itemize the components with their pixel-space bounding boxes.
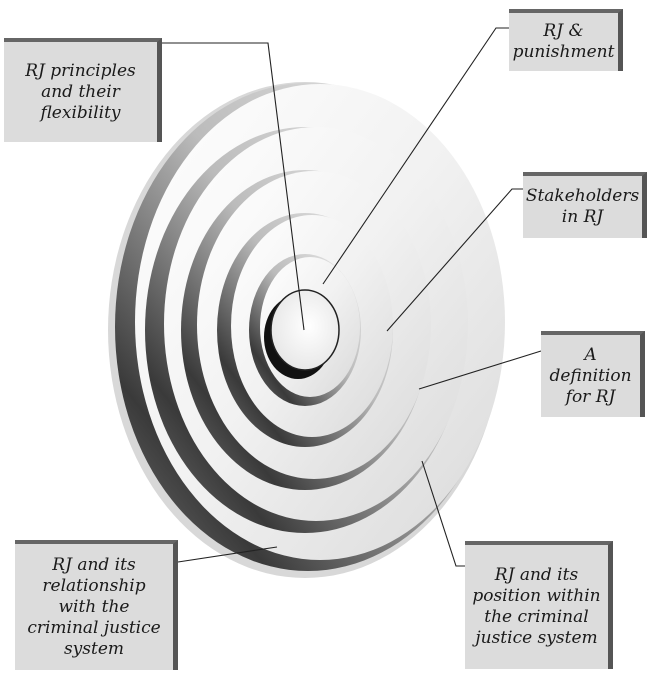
- label-rj-principles-text: RJ principles and their flexibility: [25, 61, 135, 124]
- label-definition: A definition for RJ: [541, 331, 645, 417]
- label-stakeholders: Stakeholders in RJ: [523, 172, 647, 238]
- label-rj-principles: RJ principles and their flexibility: [4, 38, 162, 142]
- label-position-cjs-text: RJ and its position within the criminal …: [472, 565, 600, 649]
- label-rj-punishment: RJ & punishment: [509, 9, 623, 71]
- label-rj-punishment-text: RJ & punishment: [513, 21, 615, 63]
- label-definition-text: A definition for RJ: [549, 345, 631, 408]
- label-relationship-cjs: RJ and its relationship with the crimina…: [15, 540, 178, 670]
- label-stakeholders-text: Stakeholders in RJ: [526, 186, 639, 228]
- label-relationship-cjs-text: RJ and its relationship with the crimina…: [27, 555, 160, 660]
- label-position-cjs: RJ and its position within the criminal …: [465, 541, 613, 669]
